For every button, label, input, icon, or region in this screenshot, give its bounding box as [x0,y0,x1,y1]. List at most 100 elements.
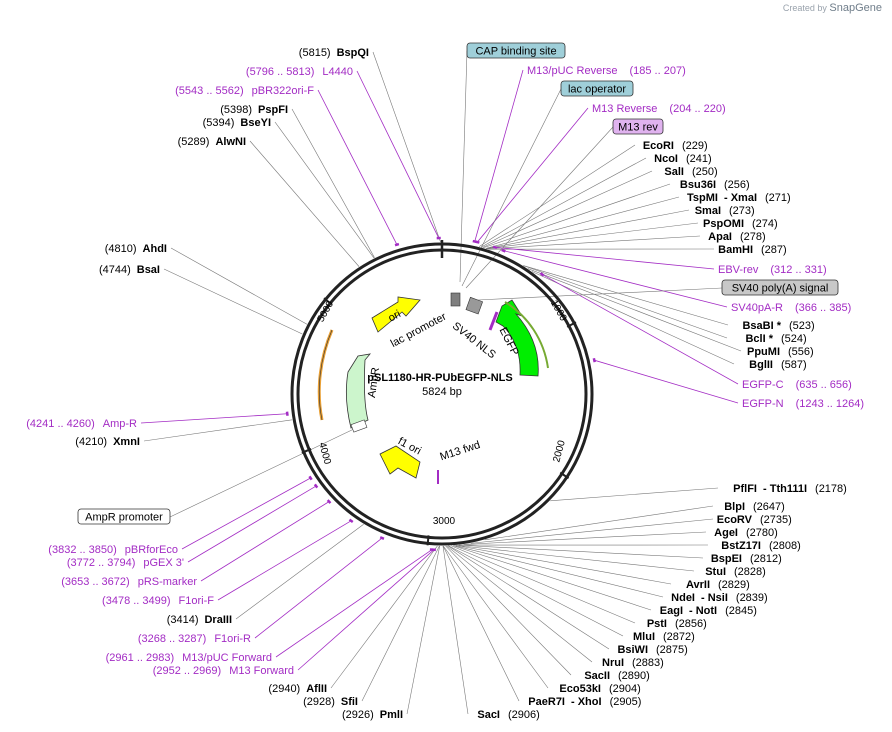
enzyme-pos-eagi: (2845) [725,605,757,617]
primer-site-m13-puc-forward: M13/pUC Forward(2961 .. 2983) [106,652,272,664]
leader-nrui [446,545,593,663]
leader-mlui [448,545,624,637]
leader-eco53ki [443,545,549,689]
enzyme-pos-sfii: (2928) [303,696,335,708]
enzyme-site-pmli: (2926)PmlI [342,709,403,721]
enzyme-site-mlui: MluI(2872) [633,631,695,643]
leader-saci [442,545,469,715]
enzyme-pos-bglii: (587) [781,359,807,371]
leader-ahdi [170,247,308,325]
enzyme-site-pspfi: (5398)PspFI [220,104,288,116]
enzyme-site-ppumi: PpuMI(556) [747,346,814,358]
leader-smai [486,209,690,249]
feature-arrows [317,292,549,484]
enzyme-name-eagi: EagI [660,605,683,617]
feature-leader-cap-binding-site [459,50,468,283]
enzyme-name-psti: PstI [647,618,667,630]
plasmid-name: pSL1180-HR-PUbEGFP-NLS [367,372,512,384]
leader-pspfi [291,108,375,258]
enzyme-pair-tth111i: - Tth111I [763,483,807,495]
primer-leader-ebv-rev [494,246,715,270]
enzyme-site-bstz17i: BstZ17I(2808) [721,540,801,552]
feature-box-sv40-poly-a-signal: SV40 poly(A) signal [721,279,839,296]
enzyme-site-ncoi: NcoI(241) [654,153,712,165]
enzyme-name-bseyi: BseYI [240,117,271,129]
primer-name-f1ori-r: F1ori-R [214,633,251,645]
enzyme-name-ndei: NdeI [671,592,695,604]
primer-name-egfp-n: EGFP-N [742,398,784,410]
enzyme-pos-bsiwi: (2875) [656,644,688,656]
leader-ecori [479,144,636,247]
enzyme-site-bamhi: BamHI(287) [718,244,787,256]
enzyme-name-avrii: AvrII [686,579,710,591]
primer-range-m13-puc-reverse: (185 .. 207) [629,65,685,77]
enzyme-pos-sali: (250) [692,166,718,178]
feature-label-ampr: AmpR [366,367,382,399]
egfp-primer-bar [504,301,549,369]
enzyme-site-psti: PstI (2856) [647,618,707,630]
enzyme-pos-xmni: (4210) [75,436,107,448]
feature-leader-sv40-poly-a-signal [477,287,723,301]
primer-site-f1ori-f: F1ori-F(3478 .. 3499) [102,595,214,607]
primer-leader-m13-reverse [477,107,589,243]
kb-tick-label-2000: 2000 [551,439,567,464]
label-leader-lines [140,50,742,715]
enzyme-name-apai: ApaI [708,231,732,243]
primer-name-prs-marker: pRS-marker [138,576,198,588]
leader-draiii [235,524,364,620]
primer-leader-egfp-n [594,359,739,404]
primer-mark-egfp-n [592,357,596,363]
enzyme-name-xmni: XmnI [113,436,140,448]
leader-paer7i [442,545,520,702]
primer-leader-f1ori-r [254,537,383,639]
enzyme-site-bspqi: (5815) BspQI [299,47,369,59]
enzyme-name-alwni: AlwNI [215,136,246,148]
enzyme-name-nrui: NruI [602,657,624,669]
leader-stui [455,545,695,572]
enzyme-name-blpi: BlpI [724,501,745,513]
primer-range-amp-r: (4241 .. 4260) [26,418,95,430]
primer-mark-pgex-3 [313,483,319,489]
leader-ncoi [480,157,647,248]
enzyme-name-bamhi: BamHI [718,244,753,256]
enzyme-name-sali: SalI [664,166,684,178]
enzyme-pos-psti: (2856) [675,618,707,630]
leader-bseyi [274,121,375,259]
enzyme-site-ecorv: EcoRV(2735) [717,514,792,526]
kb-tick-5000 [323,297,333,306]
leader-aflii [330,545,438,689]
primer-name-m13-puc-forward: M13/pUC Forward [182,652,272,664]
enzyme-name-saci: SacI [477,709,500,721]
kb-tick-2000 [559,471,570,480]
enzyme-pos-blpi: (2647) [753,501,785,513]
feature-box-label-m13-rev: M13 rev [618,122,658,134]
snapgene-logo-text: SnapGene [829,2,882,14]
plasmid-length: 5824 bp [422,386,462,398]
enzyme-pair-noti: - NotI [689,605,717,617]
enzyme-pos-bspqi: (5815) [299,47,331,59]
enzyme-site-bspei: BspEI(2812) [711,553,782,565]
enzyme-pos-alwni: (5289) [178,136,210,148]
primer-name-pgex-3: pGEX 3' [143,557,184,569]
enzyme-name-eco53ki: Eco53kI [559,683,601,695]
primer-range-pgex-3: (3772 .. 3794) [67,557,136,569]
enzyme-site-bsai: (4744)BsaI [99,264,160,276]
leader-ppumi [527,268,742,352]
enzyme-site-bseyi: (5394)BseYI [203,117,271,129]
enzyme-pos-nrui: (2883) [632,657,664,669]
enzyme-name-pmli: PmlI [380,709,403,721]
primer-name-l4440: L4440 [322,66,353,78]
enzyme-site-bsu36i: Bsu36I(256) [680,179,750,191]
enzyme-name-bsai: BsaI [137,264,160,276]
enzyme-name-agei: AgeI [714,527,738,539]
leader-pspomi [486,222,699,249]
enzyme-site-nrui: NruI (2883) [602,657,664,669]
enzyme-pos-bstz17i: (2808) [769,540,801,552]
primer-name-amp-r: Amp-R [103,418,137,430]
primer-range-m13-reverse: (204 .. 220) [669,103,725,115]
ampr-feature-arrow [345,353,371,429]
feature-box-label-lac-operator: lac operator [568,84,626,96]
leader-bsiwi [447,545,610,650]
enzyme-name-bspqi: BspQI [337,47,369,59]
enzyme-pos-pflfi: (2178) [815,483,847,495]
